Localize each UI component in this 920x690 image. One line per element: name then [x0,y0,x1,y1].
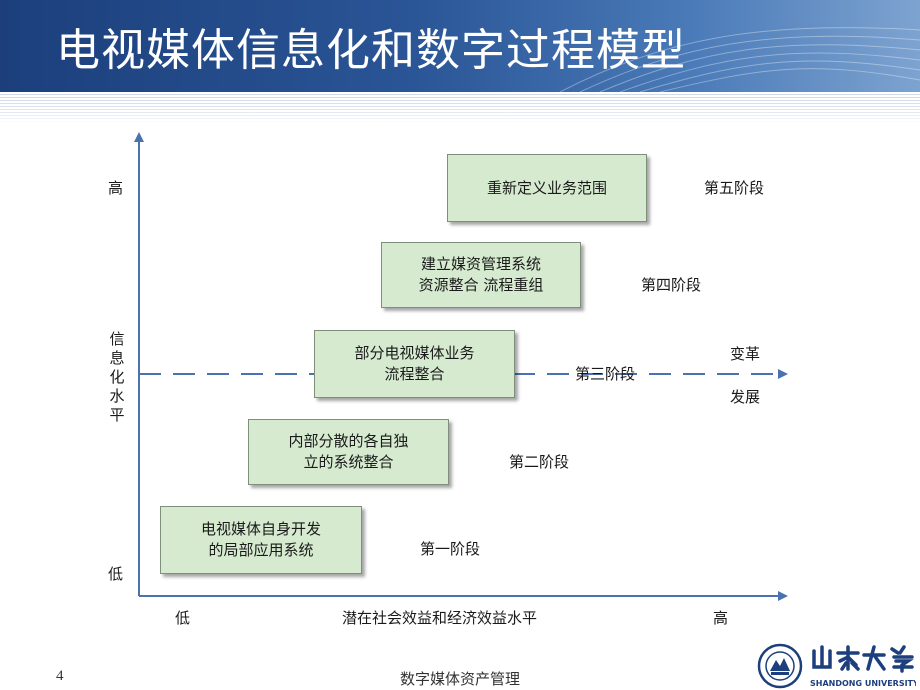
stage-box-4: 建立媒资管理系统 资源整合 流程重组 [381,242,581,308]
stage-box-4-line2: 资源整合 流程重组 [418,276,544,294]
stage-box-5: 重新定义业务范围 [447,154,647,222]
stage-box-3-line2: 流程整合 [384,365,445,383]
x-axis-high-label: 高 [713,609,729,627]
header-band: 电视媒体信息化和数字过程模型 [0,0,920,92]
y-axis-low-label: 低 [108,565,124,583]
y-axis-high-label: 高 [108,179,124,197]
stage-box-5-line1: 重新定义业务范围 [486,178,607,197]
stage-label-2: 第二阶段 [509,453,570,471]
university-name-logo: SHANDONG UNIVERSITY [810,645,916,688]
threshold-above-label: 变革 [730,345,761,363]
stage-label-5: 第五阶段 [704,179,765,197]
header-swoosh-decoration [559,27,920,92]
threshold-below-label: 发展 [730,388,761,406]
stage-box-2-line2: 立的系统整合 [303,453,394,471]
stage-label-1: 第一阶段 [420,540,481,558]
header-stripe-fade [0,92,920,122]
university-english-name: SHANDONG UNIVERSITY [810,679,916,688]
stage-box-2: 内部分散的各自独 立的系统整合 [248,419,449,485]
x-axis-low-label: 低 [175,609,191,627]
stage-box-4-line1: 建立媒资管理系统 [420,255,541,273]
stage-box-3-line1: 部分电视媒体业务 [354,344,475,362]
stage-box-2-line1: 内部分散的各自独 [288,432,409,450]
stage-box-1-line1: 电视媒体自身开发 [200,520,321,538]
x-axis-title: 潜在社会效益和经济效益水平 [342,609,538,627]
stage-box-3: 部分电视媒体业务 流程整合 [314,330,515,398]
page-number: 4 [56,668,64,684]
stage-box-1: 电视媒体自身开发 的局部应用系统 [160,506,362,574]
stage-box-1-line2: 的局部应用系统 [208,541,314,559]
y-axis-title: 信息化水平 [109,330,125,424]
stage-label-3: 第三阶段 [575,365,636,383]
stage-label-4: 第四阶段 [641,276,702,294]
university-seal-logo [757,643,803,689]
slide-title: 电视媒体信息化和数字过程模型 [56,25,686,76]
footer-text: 数字媒体资产管理 [400,670,521,688]
